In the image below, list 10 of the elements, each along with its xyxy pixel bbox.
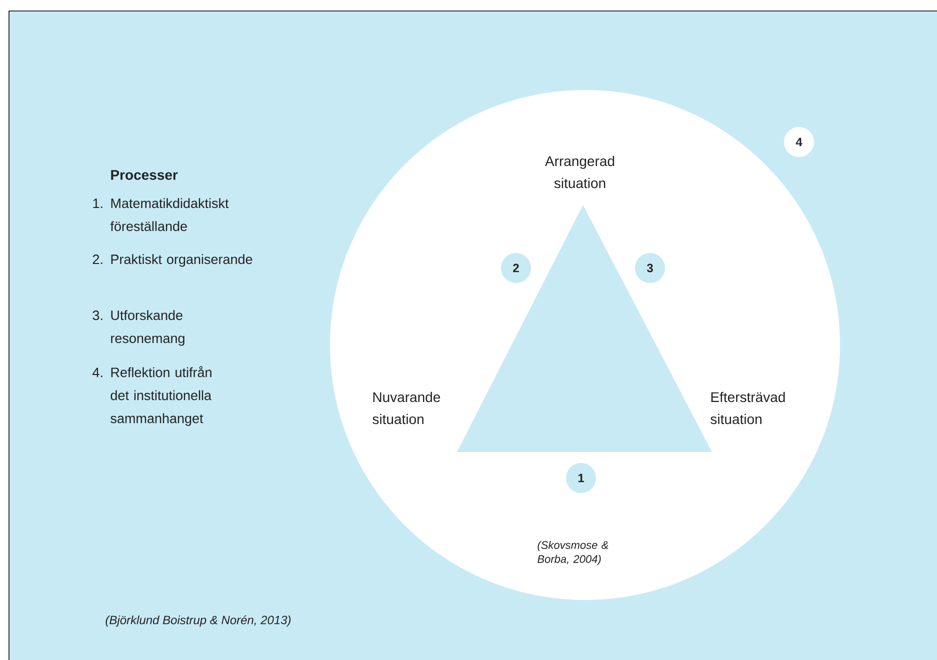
citation: (Björklund Boistrup & Norén, 2013) <box>106 615 291 627</box>
corner-label: Eftersträvad situation <box>710 392 785 424</box>
list-item: 1. Matematikdidaktiskt föreställande <box>93 198 229 232</box>
list-item: 2. Praktiskt organiserande <box>92 254 252 267</box>
list-heading: Processer <box>111 170 178 180</box>
list-item: 4. Reflektion utifrån det institutionella sammanhanget <box>92 366 212 426</box>
corner-label: Arrangerad situation <box>545 156 614 188</box>
corner-label: Nuvarande situation <box>372 392 440 424</box>
list-item: 3. Utforskande resonemang <box>92 310 184 346</box>
citation: (Skovsmose & Borba, 2004) <box>538 540 608 566</box>
